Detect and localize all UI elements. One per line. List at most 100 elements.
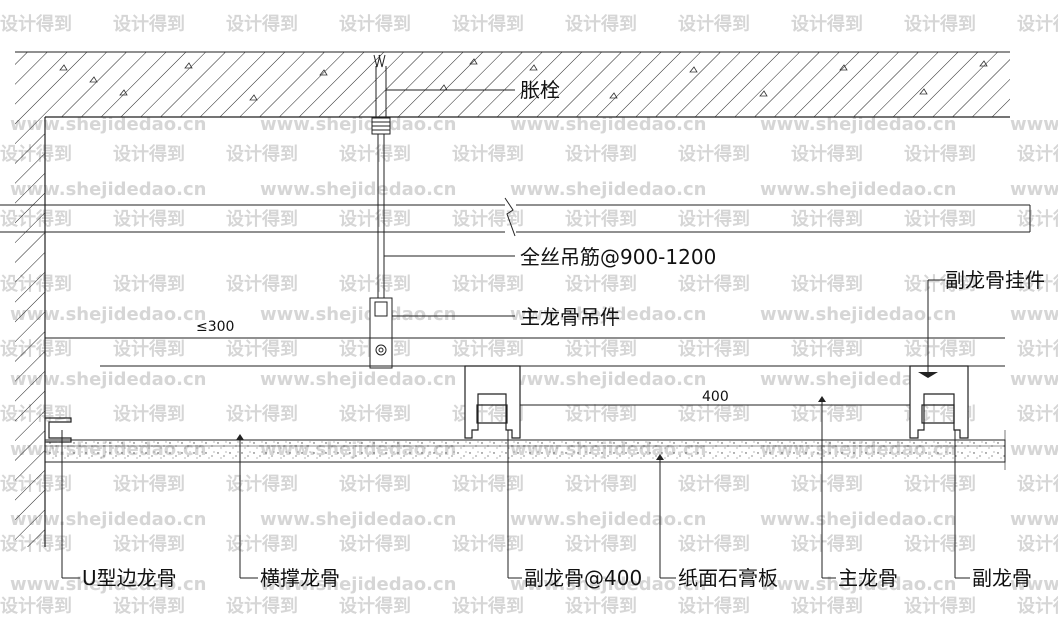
watermark-text: 设计得到 bbox=[791, 13, 863, 35]
threaded-rod bbox=[371, 54, 391, 300]
watermark-text: 设计得到 bbox=[113, 273, 185, 295]
watermark-text: 设计得到 bbox=[791, 208, 863, 230]
watermark-text: 设计得到 bbox=[791, 403, 863, 425]
watermark-url: www.shejidedao.cn bbox=[10, 369, 206, 390]
watermark-text: 设计得到 bbox=[339, 208, 411, 230]
watermark-text: 设计得到 bbox=[1017, 143, 1058, 165]
watermark-url: www.shejidedao.cn bbox=[510, 304, 706, 325]
watermark-url: www.shejidedao.cn bbox=[1010, 509, 1058, 530]
watermark-text: 设计得到 bbox=[1017, 273, 1058, 295]
watermark-text: 设计得到 bbox=[904, 533, 976, 555]
watermark-text: 设计得到 bbox=[678, 13, 750, 35]
watermark-text: 设计得到 bbox=[452, 533, 524, 555]
watermark-text: 设计得到 bbox=[1017, 13, 1058, 35]
watermark-text: 设计得到 bbox=[226, 13, 298, 35]
watermark-text: 设计得到 bbox=[678, 208, 750, 230]
dim-spacing: 400 bbox=[702, 389, 729, 405]
watermark-url: www.shejidedao.cn bbox=[10, 114, 206, 135]
watermark-text: 设计得到 bbox=[113, 403, 185, 425]
watermark-text: 设计得到 bbox=[113, 533, 185, 555]
watermark-text: 设计得到 bbox=[678, 595, 750, 617]
watermark-text: 设计得到 bbox=[226, 403, 298, 425]
watermark-text: 设计得到 bbox=[0, 595, 72, 617]
watermark-url: www.shejidedao.cn bbox=[260, 574, 456, 595]
watermark-text: 设计得到 bbox=[226, 533, 298, 555]
watermark-url: www.shejidedao.cn bbox=[760, 369, 956, 390]
watermark-url: www.shejidedao.cn bbox=[10, 304, 206, 325]
watermark-text: 设计得到 bbox=[113, 595, 185, 617]
watermark-text: 设计得到 bbox=[452, 595, 524, 617]
watermark-text: 设计得到 bbox=[565, 208, 637, 230]
watermark-text: 设计得到 bbox=[339, 273, 411, 295]
watermark-text: 设计得到 bbox=[678, 143, 750, 165]
left-wall bbox=[15, 117, 46, 547]
watermark-text: 设计得到 bbox=[339, 13, 411, 35]
watermark-text: 设计得到 bbox=[565, 533, 637, 555]
watermark-url: www.shejidedao.cn bbox=[260, 179, 456, 200]
watermark-text: 设计得到 bbox=[339, 473, 411, 495]
gypsum-board bbox=[44, 430, 1006, 470]
watermark-text: 设计得到 bbox=[791, 143, 863, 165]
watermark-url: www.shejidedao.cn bbox=[760, 574, 956, 595]
watermark-text: 设计得到 bbox=[113, 143, 185, 165]
watermark-url: www.shejidedao.cn bbox=[1010, 304, 1058, 325]
watermark-url: www.shejidedao.cn bbox=[260, 114, 456, 135]
watermark-text: 设计得到 bbox=[1017, 338, 1058, 360]
watermark-url: www.shejidedao.cn bbox=[1010, 114, 1058, 135]
watermark-url: www.shejidedao.cn bbox=[510, 369, 706, 390]
watermark-text: 设计得到 bbox=[452, 273, 524, 295]
label-main-keel-hanger: 主龙骨吊件 bbox=[520, 305, 620, 329]
watermark-url: www.shejidedao.cn bbox=[510, 574, 706, 595]
leader-lines bbox=[61, 89, 970, 579]
watermark-text: 设计得到 bbox=[565, 473, 637, 495]
watermark-text: 设计得到 bbox=[565, 143, 637, 165]
watermark-url: www.shejidedao.cn bbox=[10, 179, 206, 200]
label-secondary-keel: 副龙骨 bbox=[972, 566, 1032, 590]
watermark-text: 设计得到 bbox=[226, 338, 298, 360]
watermark-text: 设计得到 bbox=[565, 403, 637, 425]
watermark-text: 设计得到 bbox=[1017, 533, 1058, 555]
watermark-text: 设计得到 bbox=[565, 273, 637, 295]
watermark-text: 设计得到 bbox=[565, 13, 637, 35]
watermark-text: 设计得到 bbox=[113, 338, 185, 360]
watermark-url: www.shejidedao.cn bbox=[510, 509, 706, 530]
cross-brace-keel bbox=[45, 337, 1005, 367]
watermark-url: www.shejidedao.cn bbox=[1010, 439, 1058, 460]
label-secondary-keel-clip: 副龙骨挂件 bbox=[945, 268, 1045, 292]
watermark-text: 设计得到 bbox=[791, 473, 863, 495]
leader-arrows bbox=[236, 372, 938, 460]
watermark-text: 设计得到 bbox=[904, 273, 976, 295]
watermark-text: 设计得到 bbox=[226, 143, 298, 165]
label-gypsum-board: 纸面石膏板 bbox=[678, 566, 778, 590]
label-expansion-bolt: 胀栓 bbox=[520, 78, 560, 102]
watermark-text: 设计得到 bbox=[226, 273, 298, 295]
main-keel-hanger bbox=[369, 297, 393, 369]
watermark-text: 设计得到 bbox=[678, 473, 750, 495]
watermark-url: www.shejidedao.cn bbox=[1010, 179, 1058, 200]
label-u-edge-keel: U型边龙骨 bbox=[82, 566, 177, 590]
watermark-text: 设计得到 bbox=[678, 338, 750, 360]
dim-max-offset: ≤300 bbox=[196, 319, 234, 335]
watermark-url: www.shejidedao.cn bbox=[760, 304, 956, 325]
watermark-text: 设计得到 bbox=[1017, 403, 1058, 425]
watermark-text: 设计得到 bbox=[452, 143, 524, 165]
watermark-text: 设计得到 bbox=[791, 273, 863, 295]
watermark-text: 设计得到 bbox=[904, 473, 976, 495]
watermark-text: 设计得到 bbox=[565, 338, 637, 360]
watermark-url: www.shejidedao.cn bbox=[260, 304, 456, 325]
watermark-text: 设计得到 bbox=[678, 273, 750, 295]
secondary-keel-right bbox=[909, 365, 969, 439]
watermark-url: www.shejidedao.cn bbox=[760, 179, 956, 200]
watermark-text: 设计得到 bbox=[678, 403, 750, 425]
watermark-text: 设计得到 bbox=[0, 13, 72, 35]
concrete-slab bbox=[15, 51, 1010, 118]
watermark-text: 设计得到 bbox=[904, 13, 976, 35]
secondary-keel-left bbox=[464, 365, 521, 439]
watermark-text: 设计得到 bbox=[339, 595, 411, 617]
watermark-text: 设计得到 bbox=[904, 143, 976, 165]
watermark-text: 设计得到 bbox=[452, 473, 524, 495]
watermark-text: 设计得到 bbox=[452, 338, 524, 360]
labels: 胀栓 全丝吊筋@900-1200 主龙骨吊件 副龙骨挂件 U型边龙骨 横撑龙骨 … bbox=[82, 78, 1045, 590]
watermark-url: www.shejidedao.cn bbox=[760, 114, 956, 135]
watermark-text: 设计得到 bbox=[565, 595, 637, 617]
